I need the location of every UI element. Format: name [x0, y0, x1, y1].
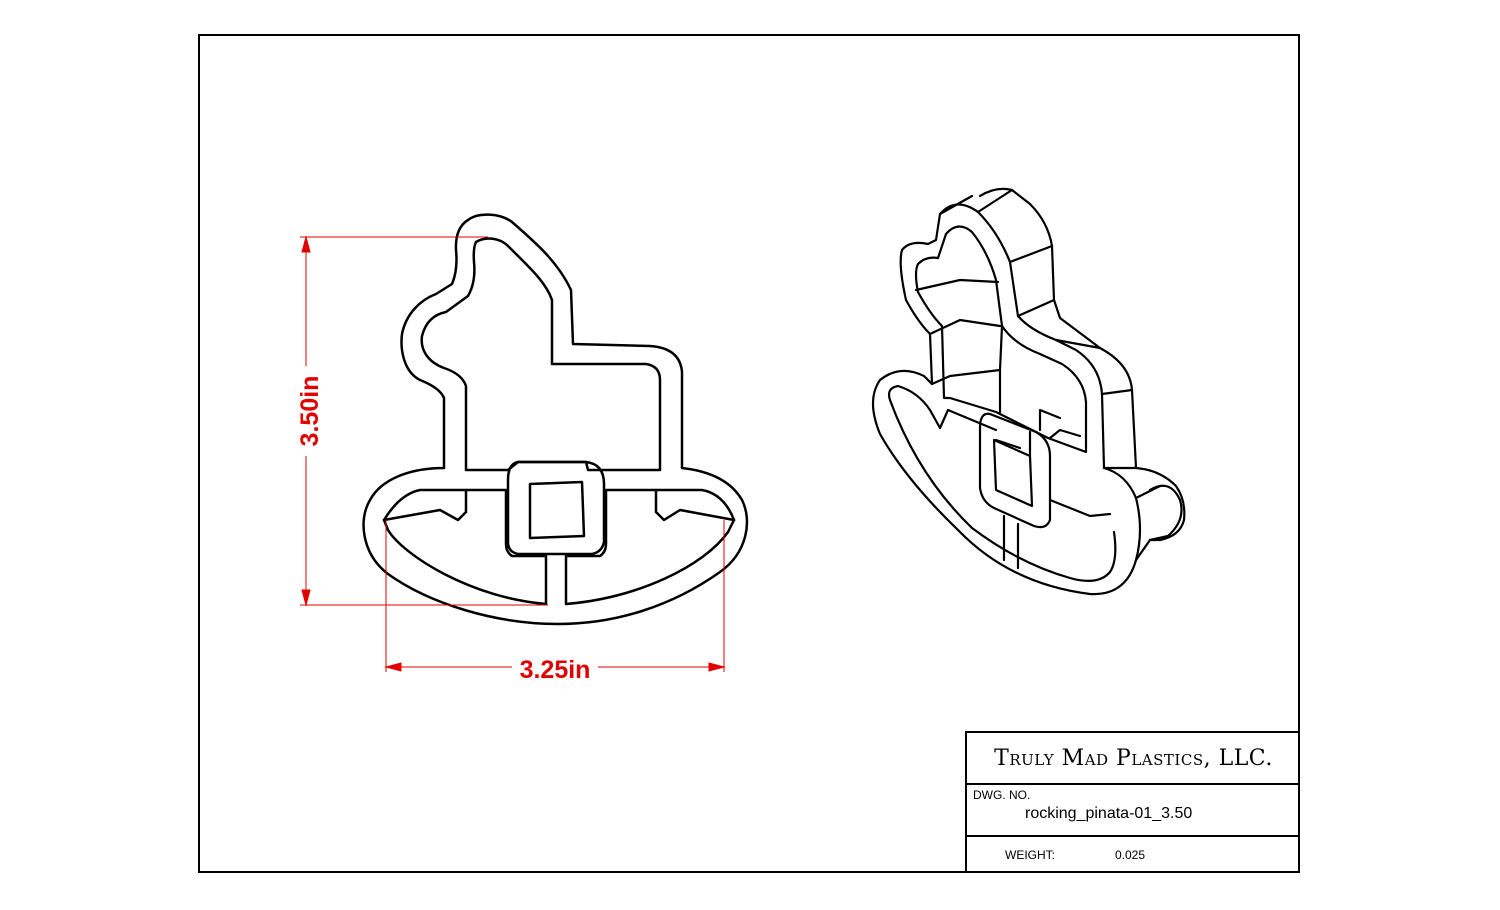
- weight-label: WEIGHT:: [1005, 848, 1055, 862]
- rocker-inner: [382, 488, 736, 606]
- weight-value: 0.025: [1115, 848, 1146, 862]
- iso-saddle-outer: [978, 412, 1052, 529]
- rocker-notch-right: [654, 508, 736, 522]
- title-block: Truly Mad Plastics, LLC. DWG. NO. rockin…: [965, 731, 1300, 873]
- weight-cell: WEIGHT: 0.025: [967, 837, 1300, 873]
- iso-front-inner: [914, 225, 1088, 454]
- iso-depth-lines: [914, 188, 1162, 570]
- height-arrow-bottom: [301, 589, 311, 607]
- width-arrow-left: [384, 662, 402, 672]
- front-view-outline: [362, 213, 749, 626]
- drawing-number-value: rocking_pinata-01_3.50: [1025, 805, 1193, 822]
- height-dimension-label: 3.50in: [296, 376, 324, 447]
- rocker-notch-left: [382, 508, 468, 522]
- width-arrow-right: [708, 662, 726, 672]
- drawing-number-cell: DWG. NO. rocking_pinata-01_3.50: [967, 785, 1300, 837]
- dimension-annotations: [300, 235, 726, 672]
- height-arrow-top: [301, 235, 311, 253]
- drawing-sheet-border: [198, 34, 1300, 873]
- company-name: Truly Mad Plastics, LLC.: [967, 733, 1300, 785]
- iso-peg: [1148, 484, 1183, 542]
- saddle-outer: [506, 460, 606, 556]
- inner-contour: [420, 237, 662, 472]
- iso-front-outer: [871, 203, 1142, 596]
- iso-rocker-inner: [887, 384, 1117, 583]
- crossbar-top: [382, 488, 736, 522]
- saddle-inner: [528, 480, 586, 540]
- outer-contour: [362, 213, 749, 626]
- iso-saddle-depth: [994, 430, 1032, 458]
- drawing-number-label: DWG. NO.: [973, 788, 1031, 802]
- iso-saddle-inner: [992, 438, 1034, 508]
- width-dimension-label: 3.25in: [520, 656, 591, 684]
- isometric-view: [871, 187, 1186, 596]
